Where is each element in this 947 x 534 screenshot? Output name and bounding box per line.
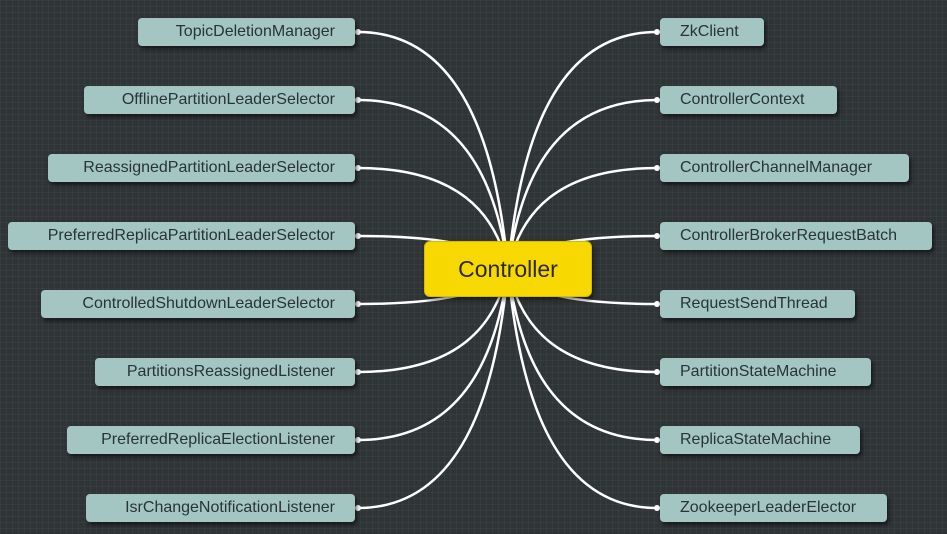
connector-right-7: [506, 267, 659, 510]
node-partition-state-machine[interactable]: PartitionStateMachine: [660, 358, 871, 386]
node-preferred-replica-election-listener[interactable]: PreferredReplicaElectionListener: [67, 426, 355, 454]
node-controller-context[interactable]: ControllerContext: [660, 86, 837, 114]
connector-right-0: [506, 30, 659, 271]
node-controller-channel-manager[interactable]: ControllerChannelManager: [660, 154, 909, 182]
connector-right-1: [506, 98, 659, 271]
node-controller-broker-request-batch[interactable]: ControllerBrokerRequestBatch: [660, 222, 932, 250]
node-preferred-replica-partition-leader-selector[interactable]: PreferredReplicaPartitionLeaderSelector: [8, 222, 355, 250]
node-partitions-reassigned-listener[interactable]: PartitionsReassignedListener: [95, 358, 355, 386]
connector-right-end-6: [654, 437, 660, 443]
node-zk-client[interactable]: ZkClient: [660, 18, 764, 46]
connector-left-end-4: [355, 301, 361, 307]
connector-left-end-0: [355, 29, 361, 35]
connector-left-end-3: [355, 233, 361, 239]
central-node-controller[interactable]: Controller: [424, 241, 592, 297]
connector-right-end-5: [654, 369, 660, 375]
connector-left-0: [356, 30, 510, 271]
node-isr-change-notification-listener[interactable]: IsrChangeNotificationListener: [86, 494, 355, 522]
connector-left-6: [356, 267, 510, 442]
connector-left-end-6: [355, 437, 361, 443]
connector-left-7: [356, 267, 510, 510]
node-zookeeper-leader-elector[interactable]: ZookeeperLeaderElector: [660, 494, 887, 522]
node-controlled-shutdown-leader-selector[interactable]: ControlledShutdownLeaderSelector: [41, 290, 355, 318]
connector-right-end-3: [654, 233, 660, 239]
connector-left-end-1: [355, 97, 361, 103]
connector-left-end-5: [355, 369, 361, 375]
node-offline-partition-leader-selector[interactable]: OfflinePartitionLeaderSelector: [84, 86, 355, 114]
node-request-send-thread[interactable]: RequestSendThread: [660, 290, 855, 318]
connector-right-end-2: [654, 165, 660, 171]
node-reassigned-partition-leader-selector[interactable]: ReassignedPartitionLeaderSelector: [48, 154, 355, 182]
connector-right-end-7: [654, 505, 660, 511]
connector-left-1: [356, 98, 510, 271]
connector-left-end-2: [355, 165, 361, 171]
connector-right-end-1: [654, 97, 660, 103]
connector-right-end-0: [654, 29, 660, 35]
connector-right-6: [506, 267, 659, 442]
node-replica-state-machine[interactable]: ReplicaStateMachine: [660, 426, 860, 454]
node-topic-deletion-manager[interactable]: TopicDeletionManager: [138, 18, 355, 46]
connector-left-end-7: [355, 505, 361, 511]
connector-right-end-4: [654, 301, 660, 307]
